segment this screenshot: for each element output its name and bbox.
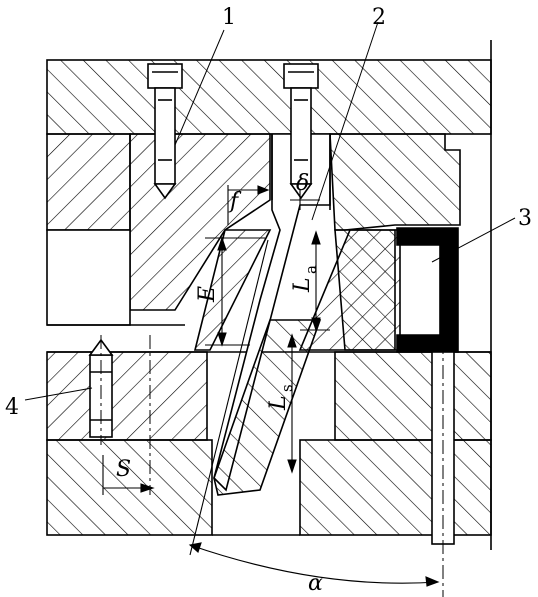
screw-left [147, 63, 183, 200]
dimension-lines [102, 185, 440, 587]
dim-E: E [195, 286, 220, 303]
callout-1: 1 [222, 5, 236, 30]
centerlines [100, 335, 151, 495]
callout-labels: 1 2 3 4 [5, 5, 532, 420]
wedge-block [129, 133, 271, 311]
callout-3: 3 [518, 206, 532, 231]
dim-delta: δ [296, 171, 309, 196]
slider-insert-3 [396, 227, 459, 353]
dim-S: S [116, 457, 131, 482]
cavity-plate-left [46, 133, 131, 231]
dim-Ls-sub: s [278, 384, 296, 392]
ejector-rod [431, 340, 455, 597]
callout-2: 2 [372, 5, 386, 30]
angle-pin [213, 133, 331, 496]
leader-lines [24, 21, 516, 401]
moving-plate [46, 351, 492, 441]
callout-4: 4 [5, 395, 19, 420]
dim-Ls: L [266, 395, 291, 411]
dim-La-sub: a [302, 265, 320, 274]
screw-right [283, 63, 319, 200]
top-clamp-plate [46, 59, 492, 135]
dim-alpha: α [308, 571, 323, 596]
wedge-slot [193, 229, 272, 351]
dim-La: L [290, 277, 315, 293]
left-cavity-opening [46, 229, 185, 326]
